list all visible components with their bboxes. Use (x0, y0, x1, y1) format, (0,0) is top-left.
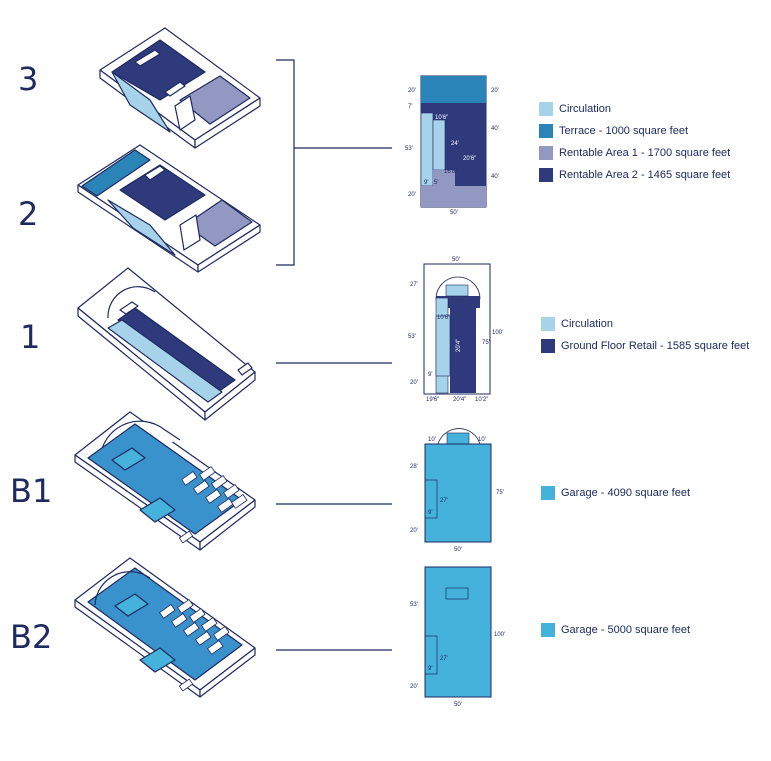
dim-upper-40b: 40' (491, 174, 499, 180)
dim-b2-100: 100' (494, 632, 505, 638)
dim-upper-50: 50' (450, 210, 458, 216)
legend-swatch (539, 168, 553, 182)
legend-label: Rentable Area 2 - 1465 square feet (559, 169, 731, 181)
dim-ground-b2: 20'4" (453, 397, 466, 403)
legend-upper: Circulation Terrace - 1000 square feet R… (539, 98, 730, 186)
dim-ground-b1: 19'6" (426, 397, 439, 403)
plan-upper: 20' 20' 7' 53' 40' 40' 20' 10'6" 24' 20'… (405, 75, 499, 216)
iso-floor-3 (99, 27, 261, 149)
dim-upper-5: 5' (434, 180, 438, 186)
dim-ground-75: 75' (482, 340, 490, 346)
dim-ground-53: 53' (408, 334, 416, 340)
dim-upper-20b: 20' (408, 192, 416, 198)
dim-ground-vert: 20'4" (456, 339, 462, 352)
legend-item: Garage - 4090 square feet (541, 482, 690, 504)
dim-upper-53: 53' (405, 146, 413, 152)
legend-label: Terrace - 1000 square feet (559, 125, 689, 137)
dim-b1-9: 9' (428, 510, 432, 516)
floor-label-1: 1 (20, 318, 41, 356)
dim-ground-100: 100' (492, 330, 503, 336)
legend-swatch (541, 339, 555, 353)
legend-label: Ground Floor Retail - 1585 square feet (561, 340, 750, 352)
dim-ground-9: 9' (428, 372, 432, 378)
dim-upper-top: 20' (408, 88, 416, 94)
dim-ground-50: 50' (452, 257, 460, 263)
legend-label: Garage - 5000 square feet (561, 624, 691, 636)
dim-b1-10l: 10' (428, 437, 436, 443)
dim-upper-40a: 40' (491, 126, 499, 132)
plan-b2: 53' 100' 27' 9' 20' 50' (410, 566, 505, 708)
legend-label: Circulation (561, 318, 613, 330)
floor-label-b1: B1 (10, 472, 53, 510)
dim-b2-53: 53' (410, 602, 418, 608)
dim-upper-ten6: 10'6" (435, 115, 448, 121)
iso-floor-b1 (74, 411, 256, 551)
dim-b2-27: 27' (440, 656, 448, 662)
dim-upper-20-6: 20'6" (463, 156, 476, 162)
dim-b1-10r: 10' (478, 437, 486, 443)
dim-b2-9: 9' (428, 666, 432, 672)
floor-label-3: 3 (18, 60, 39, 98)
legend-swatch (539, 124, 553, 138)
legend-item: Ground Floor Retail - 1585 square feet (541, 335, 749, 357)
dim-ground-20: 20' (410, 380, 418, 386)
dim-b1-50: 50' (454, 547, 462, 553)
plan-ground: 50' 27' 53' 100' 75' 20' 10'6" 9' 20'4" … (408, 257, 503, 403)
dim-upper-16-6: 16'6" (444, 169, 457, 175)
legend-label: Rentable Area 1 - 1700 square feet (559, 147, 731, 159)
legend-swatch (539, 146, 553, 160)
iso-floor-2 (77, 144, 261, 273)
legend-swatch (541, 317, 555, 331)
legend-item: Garage - 5000 square feet (541, 619, 690, 641)
dim-ground-27: 27' (410, 282, 418, 288)
dim-upper-seven: 7' (408, 104, 412, 110)
dim-b2-20: 20' (410, 684, 418, 690)
legend-item: Circulation (541, 313, 749, 335)
legend-item: Rentable Area 1 - 1700 square feet (539, 142, 730, 164)
dim-b1-20: 20' (410, 528, 418, 534)
dim-upper-top-r: 20' (491, 88, 499, 94)
legend-item: Terrace - 1000 square feet (539, 120, 730, 142)
legend-label: Garage - 4090 square feet (561, 487, 691, 499)
legend-swatch (539, 102, 553, 116)
legend-item: Circulation (539, 98, 730, 120)
floor-label-b2: B2 (10, 618, 53, 656)
legend-b2: Garage - 5000 square feet (541, 619, 690, 641)
legend-swatch (541, 623, 555, 637)
dim-b1-28: 28' (410, 464, 418, 470)
legend-ground: Circulation Ground Floor Retail - 1585 s… (541, 313, 749, 357)
dim-b2-50: 50' (454, 702, 462, 708)
legend-b1: Garage - 4090 square feet (541, 482, 690, 504)
connectors (276, 59, 392, 651)
dim-upper-24: 24' (451, 141, 459, 147)
dim-ground-b3: 10'2" (475, 397, 488, 403)
legend-item: Rentable Area 2 - 1465 square feet (539, 164, 730, 186)
dim-upper-9: 9' (424, 180, 428, 186)
floor-label-2: 2 (18, 195, 39, 233)
iso-floor-1 (77, 267, 256, 421)
iso-floor-b2 (74, 557, 256, 698)
legend-label: Circulation (559, 103, 611, 115)
dim-b1-27: 27' (440, 498, 448, 504)
dim-b1-75: 75' (496, 490, 504, 496)
plan-b1: 10' 10' 28' 75' 27' 9' 20' 50' (410, 428, 504, 553)
legend-swatch (541, 486, 555, 500)
dim-ground-ten6: 10'6" (437, 315, 450, 321)
